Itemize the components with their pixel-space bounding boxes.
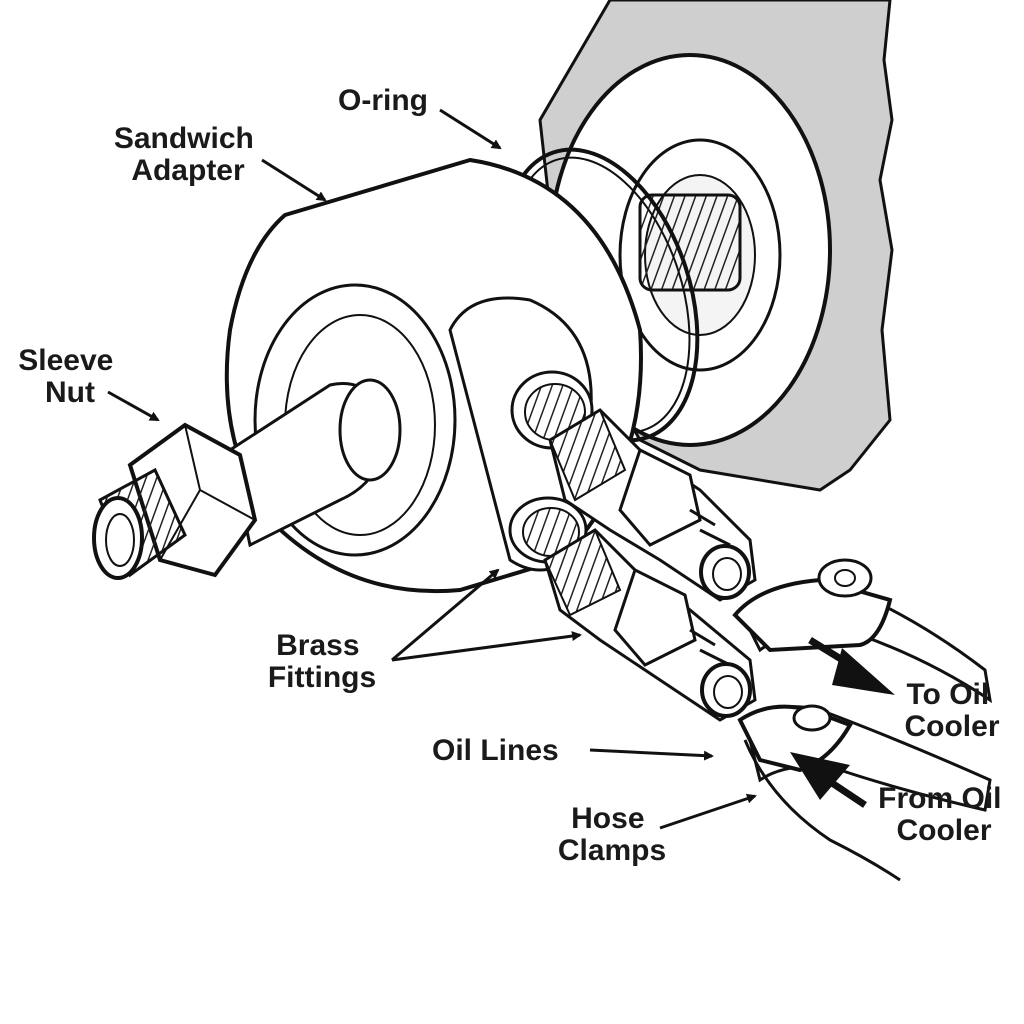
label-sandwich-adapter: Sandwich Adapter [114,122,262,187]
leader-lines [107,108,757,830]
label-to-oil-cooler: To Oil Cooler [904,678,999,743]
flow-arrow-from-cooler [790,752,867,808]
sandwich-adapter [224,157,643,594]
oil-line-upper [732,558,993,704]
brass-fitting-lower [543,528,757,722]
oil-line-lower [737,704,992,882]
brass-fitting-upper [548,408,757,602]
label-hose-clamps: Hose Clamps [558,802,666,867]
label-o-ring: O-ring [338,84,428,117]
label-from-oil-cooler: From Oil Cooler [878,782,1010,847]
label-sleeve-nut: Sleeve Nut [18,344,121,409]
label-brass-fittings: Brass Fittings [268,629,376,694]
label-oil-lines: Oil Lines [432,734,559,767]
flow-arrow-to-cooler [808,637,895,695]
sleeve-nut [92,378,402,580]
